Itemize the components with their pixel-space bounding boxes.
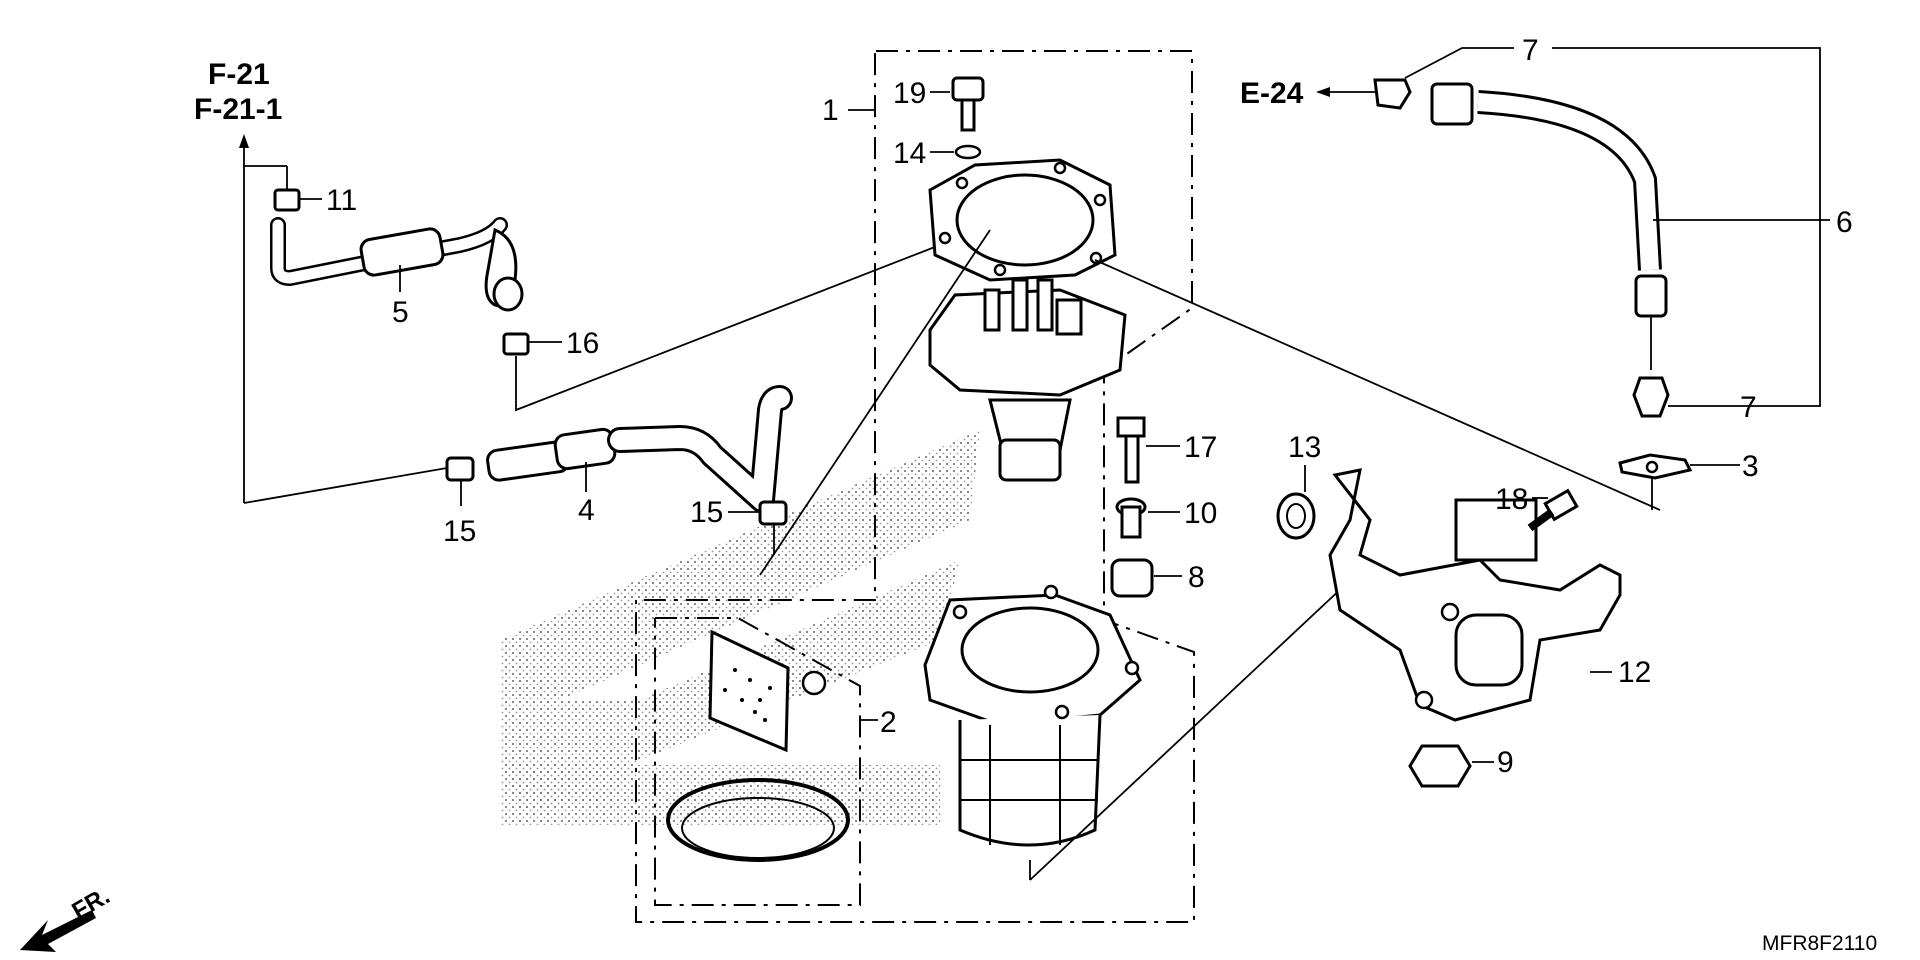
bolt-18-icon: 18	[1495, 483, 1579, 532]
callout-4: 4	[578, 494, 595, 527]
washer-14-icon: 14	[893, 137, 982, 170]
callout-3: 3	[1742, 450, 1759, 483]
pump-body-icon	[923, 584, 1346, 881]
callout-11: 11	[326, 184, 357, 217]
callout-15a: 15	[443, 515, 476, 548]
clamp-11-icon: 11	[244, 165, 357, 217]
clamp-15b-icon: 15	[690, 496, 788, 555]
fuel-hose-6-icon: 6	[1430, 82, 1853, 370]
callout-14: 14	[893, 137, 926, 170]
callout-10: 10	[1184, 497, 1217, 530]
callout-5: 5	[392, 296, 409, 329]
front-direction-marker: FR.	[20, 882, 114, 952]
callout-7b: 7	[1740, 391, 1757, 424]
clamp-15a-icon: 15	[243, 456, 476, 548]
clip-3-icon: 3	[1618, 450, 1759, 510]
bracket-12-icon: 12	[1328, 468, 1651, 722]
hose-4-icon: 4	[486, 385, 793, 527]
callout-8: 8	[1188, 561, 1205, 594]
grommet-13-icon: 13	[1276, 431, 1321, 540]
ref-f21-1: F-21-1	[194, 93, 282, 126]
gasket-ring-icon	[928, 158, 1117, 282]
callout-2: 2	[880, 706, 897, 739]
assembly-frame-1	[635, 50, 1195, 923]
callout-15b: 15	[690, 496, 723, 529]
assembly-1-label: 1	[822, 94, 876, 127]
hose-5-icon: 5	[270, 217, 524, 329]
callout-7-top-group: 7	[1404, 34, 1821, 407]
callout-1: 1	[822, 94, 839, 127]
grommet-8-icon: 8	[1110, 558, 1205, 598]
filter-kit-2-icon: 2	[666, 629, 897, 862]
callout-12: 12	[1618, 656, 1651, 689]
clamp-16-icon: 16	[502, 244, 941, 412]
bolt-17-icon: 17	[1116, 416, 1217, 484]
connector-7-icon	[1373, 78, 1412, 110]
callout-13: 13	[1288, 431, 1321, 464]
ref-f21: F-21	[208, 58, 270, 91]
callout-17: 17	[1184, 431, 1217, 464]
connector-7b-icon: 7	[1632, 376, 1757, 424]
f21-reference: F-21 F-21-1	[194, 58, 282, 503]
e24-reference: E-24	[1240, 77, 1375, 110]
nut-9-icon: 9	[1408, 744, 1514, 788]
callout-7a: 7	[1522, 34, 1539, 67]
callout-19: 19	[893, 77, 926, 110]
ref-e24: E-24	[1240, 77, 1304, 110]
callout-6: 6	[1836, 206, 1853, 239]
collar-10-icon: 10	[1115, 497, 1217, 539]
callout-18: 18	[1495, 483, 1528, 516]
bolt-19-icon: 19	[893, 76, 985, 132]
callout-9: 9	[1497, 746, 1514, 779]
pump-flange-icon	[928, 278, 1127, 482]
diagram-code: MFR8F2110	[1762, 932, 1877, 955]
callout-16: 16	[566, 327, 599, 360]
